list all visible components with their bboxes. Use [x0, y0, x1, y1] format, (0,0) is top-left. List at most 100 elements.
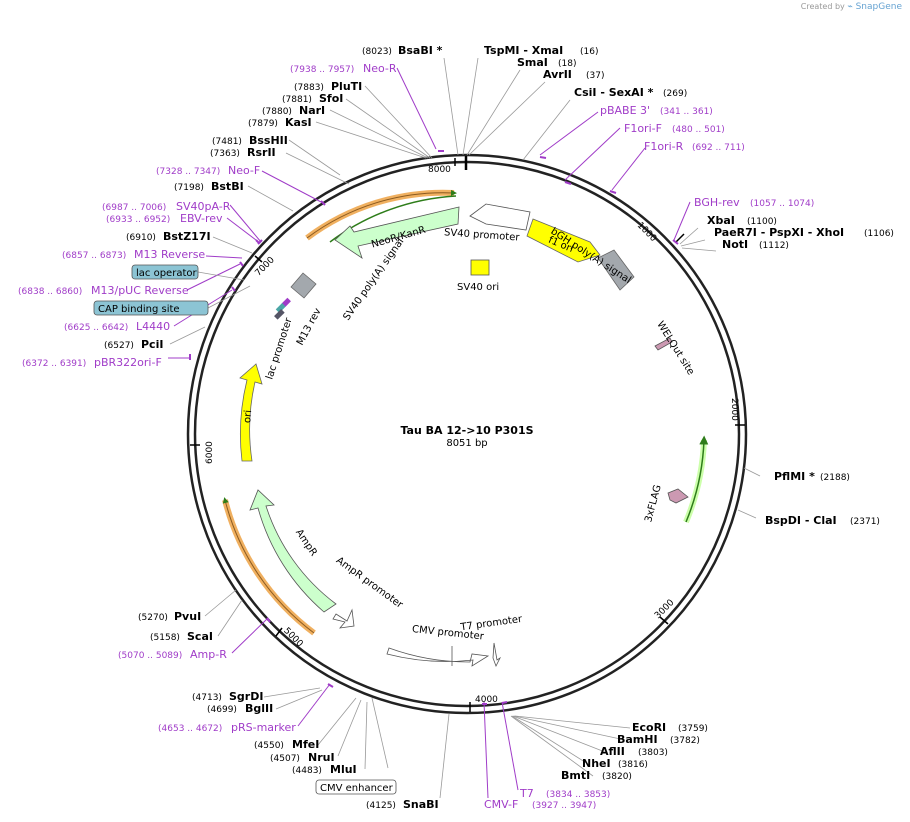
- primer-l4440-pos: (6625 .. 6642): [64, 323, 128, 333]
- ampr-orf-line: [222, 497, 315, 634]
- created-by-credit: Created by ⌁ SnapGene: [801, 2, 902, 12]
- site-mfei-pos: (4550): [254, 741, 284, 751]
- primer-bgh-rev-pos: (1057 .. 1074): [750, 199, 814, 209]
- sv40-polya-feature: [290, 272, 317, 299]
- flag-label: 3xFLAG: [643, 484, 664, 524]
- site-csii-sexai-pos: (269): [663, 89, 687, 99]
- primer-pbr322-pos: (6372 .. 6391): [22, 359, 86, 369]
- plasmid-name: Tau BA 12->10 P301S: [400, 424, 533, 437]
- site-pvui-pos: (5270): [138, 613, 168, 623]
- f1-ori-feature: [526, 218, 601, 263]
- site-bstz17i: BstZ17I: [163, 230, 211, 243]
- site-clai-pos: (2371): [850, 517, 880, 527]
- sv40-promoter-label: SV40 promoter: [444, 227, 521, 243]
- boxed-features: lac operator CAP binding site CMV enhanc…: [93, 264, 397, 795]
- bgh-polya-label: bGH poly(A) signal: [549, 226, 633, 286]
- site-lines: [169, 57, 761, 799]
- primer-neo-r-pos: (7938 .. 7957): [290, 65, 354, 75]
- site-scai-pos: (5158): [150, 633, 180, 643]
- primer-cmv-f: CMV-F: [484, 798, 518, 811]
- site-xbai: XbaI: [707, 214, 735, 227]
- tick-label-3000: 3000: [653, 598, 676, 621]
- lac-promoter-label: lac promoter: [264, 316, 295, 381]
- primer-amp-r: Amp-R: [190, 648, 227, 661]
- primer-m13rev-pos: (6857 .. 6873): [62, 251, 126, 261]
- site-kasi-pos: (7879): [248, 119, 278, 129]
- site-tspmi-xmai: TspMI - XmaI: [484, 44, 563, 57]
- site-nrui: NruI: [308, 751, 335, 764]
- sv40-ori-feature: [470, 259, 490, 276]
- lac-operator-mark: [281, 297, 291, 307]
- site-bmti-pos: (3820): [602, 772, 632, 782]
- tick-label-6000: 6000: [205, 441, 215, 464]
- primer-marks: [189, 150, 679, 705]
- t7-promoter-label: T7 promoter: [459, 614, 524, 634]
- flag-orf-line: [685, 435, 709, 523]
- cap-site-mark: [275, 303, 286, 313]
- tick-label-8000: 8000: [428, 165, 451, 175]
- site-noti-pos: (1112): [759, 241, 789, 251]
- site-bsshii-pos: (7481): [212, 137, 242, 147]
- welqut-feature: [654, 337, 673, 351]
- flag-feature: [667, 488, 689, 504]
- site-aflii: AflII: [600, 745, 625, 758]
- site-avrii: AvrII: [543, 68, 572, 81]
- site-pcii-pos: (6527): [104, 341, 134, 351]
- site-nari: NarI: [299, 104, 325, 117]
- sv40-ori-label: SV40 ori: [457, 282, 499, 293]
- primer-sv40pa-r: SV40pA-R: [176, 200, 231, 213]
- neor-kanr-feature: [334, 206, 460, 259]
- primer-pbr322: pBR322ori-F: [94, 356, 162, 369]
- site-kasi: KasI: [285, 116, 312, 129]
- site-smai-pos: (18): [558, 59, 576, 69]
- primer-labels: (7938 .. 7957) Neo-R pBABE 3' (341 .. 36…: [18, 62, 814, 811]
- plasmid-size: 8051 bp: [446, 438, 487, 449]
- site-sfoi-pos: (7881): [282, 95, 312, 105]
- site-bamhi: BamHI: [617, 733, 658, 746]
- site-nrui-pos: (4507): [270, 754, 300, 764]
- primer-t7-pos: (3834 .. 3853): [546, 790, 610, 800]
- primer-f1ori-r-pos: (692 .. 711): [692, 143, 745, 153]
- primer-bgh-rev: BGH-rev: [694, 196, 740, 209]
- tick-label-2000: 2000: [729, 398, 739, 421]
- sv40-promoter-feature: [469, 203, 531, 231]
- site-rsrii-pos: (7363): [210, 149, 240, 159]
- restriction-labels: (8023) BsaBI * TspMI - XmaI (16) SmaI (1…: [104, 44, 894, 811]
- primer-prs-marker: pRS-marker: [231, 721, 296, 734]
- site-rsrii: RsrII: [247, 146, 276, 159]
- site-bglii-pos: (4699): [207, 705, 237, 715]
- cmv-promoter-feature: [386, 647, 490, 667]
- site-mlui-pos: (4483): [292, 766, 322, 776]
- site-bsabi-pos: (8023): [362, 47, 392, 57]
- cap-binding-label: CAP binding site: [98, 304, 180, 315]
- site-xbai-pos: (1100): [747, 217, 777, 227]
- flag-orf-outline: [683, 439, 707, 524]
- tick-label-1000: 1000: [635, 221, 658, 244]
- site-nari-pos: (7880): [262, 107, 292, 117]
- site-bglii: BglII: [245, 702, 273, 715]
- ori-label: ori: [242, 410, 254, 424]
- primer-m13puc-pos: (6838 .. 6860): [18, 287, 82, 297]
- site-pflmi-pos: (2188): [820, 473, 850, 483]
- site-clai: BspDI - ClaI: [765, 514, 837, 527]
- primer-m13rev: M13 Reverse: [134, 248, 205, 261]
- cmv-enhancer-label: CMV enhancer: [320, 783, 394, 794]
- site-csii-sexai: CsiI - SexAI *: [574, 86, 654, 99]
- primer-prs-marker-pos: (4653 .. 4672): [158, 724, 222, 734]
- site-bstbi: BstBI: [211, 180, 244, 193]
- site-bamhi-pos: (3782): [670, 736, 700, 746]
- cap-binding-box: [93, 300, 209, 316]
- primer-neo-f-pos: (7328 .. 7347): [156, 167, 220, 177]
- site-snabi-pos: (4125): [366, 801, 396, 811]
- site-pluti: PluTI: [331, 80, 362, 93]
- snapgene-logo: ⌁ SnapGene: [847, 2, 902, 12]
- site-aflii-pos: (3803): [638, 748, 668, 758]
- primer-neo-r: Neo-R: [363, 62, 397, 75]
- m13-rev-mark: [274, 309, 285, 320]
- site-bsabi: BsaBI *: [398, 44, 443, 57]
- primer-sv40pa-r-pos: (6987 .. 7006): [102, 203, 166, 213]
- site-sfoi: SfoI: [319, 92, 343, 105]
- neor-orf-line: [306, 189, 457, 239]
- tick-marks: [190, 156, 745, 712]
- site-tspmi-xmai-pos: (16): [580, 47, 598, 57]
